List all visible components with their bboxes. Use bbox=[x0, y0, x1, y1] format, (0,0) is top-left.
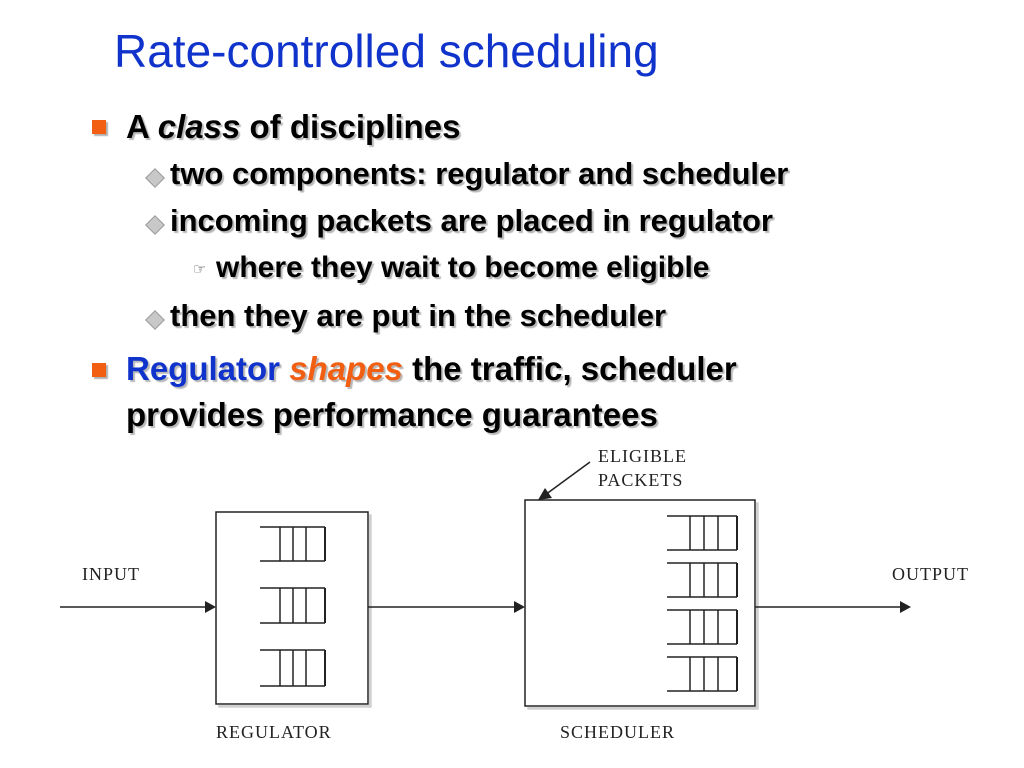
bullet-text-part: A bbox=[126, 108, 158, 145]
scheduler-box bbox=[524, 499, 756, 707]
rate-controlled-scheduling-diagram: INPUT OUTPUT REGULATOR SCHEDULER ELIGIBL… bbox=[60, 446, 969, 742]
output-arrow bbox=[755, 601, 911, 613]
bullet-text-emphasis: class bbox=[157, 108, 241, 145]
bullet-regulator-shapes: Regulator shapes the traffic, scheduler bbox=[126, 352, 737, 385]
input-label: INPUT bbox=[82, 564, 140, 584]
eligible-label-line2: PACKETS bbox=[598, 470, 683, 490]
regulator-queue bbox=[260, 526, 326, 562]
scheduler-queue bbox=[667, 562, 738, 598]
regulator-queue bbox=[260, 649, 326, 687]
sub-bullet-two-components: two components: regulator and scheduler bbox=[170, 156, 789, 191]
orange-square-bullet-icon bbox=[92, 363, 106, 377]
bullet-regulator-shapes-continued: provides performance guarantees bbox=[126, 396, 658, 433]
bullet-text-part: of disciplines bbox=[240, 108, 461, 145]
slide-title: Rate-controlled scheduling bbox=[114, 25, 659, 77]
pointing-hand-bullet-icon: ☞ bbox=[193, 261, 207, 278]
bullet-class-of-disciplines: A class of disciplines bbox=[126, 110, 460, 143]
scheduler-queue bbox=[667, 656, 738, 692]
eligible-packets-arrow bbox=[538, 461, 591, 500]
sub-bullet-incoming-packets: incoming packets are placed in regulator bbox=[170, 203, 773, 238]
input-arrow bbox=[60, 601, 216, 613]
eligible-label-line1: ELIGIBLE bbox=[598, 446, 687, 466]
sub-sub-bullet-wait-eligible: where they wait to become eligible bbox=[216, 251, 710, 284]
regulator-label: REGULATOR bbox=[216, 722, 332, 742]
scheduler-queue bbox=[667, 609, 738, 645]
orange-square-bullet-icon bbox=[92, 120, 106, 134]
gray-diamond-bullet-icon bbox=[145, 215, 165, 235]
gray-diamond-bullet-icon bbox=[145, 168, 165, 188]
sub-bullet-put-in-scheduler: then they are put in the scheduler bbox=[170, 298, 667, 333]
scheduler-queue bbox=[667, 515, 738, 551]
bullet-text-shapes: shapes bbox=[289, 350, 403, 387]
regulator-box bbox=[215, 511, 369, 705]
bullet-text-part: the traffic, scheduler bbox=[402, 350, 737, 387]
regulator-queue bbox=[260, 587, 326, 624]
bullet-text-regulator: Regulator bbox=[126, 350, 290, 387]
output-label: OUTPUT bbox=[892, 564, 969, 584]
regulator-to-scheduler-arrow bbox=[368, 601, 525, 613]
gray-diamond-bullet-icon bbox=[145, 310, 165, 330]
scheduler-label: SCHEDULER bbox=[560, 722, 675, 742]
